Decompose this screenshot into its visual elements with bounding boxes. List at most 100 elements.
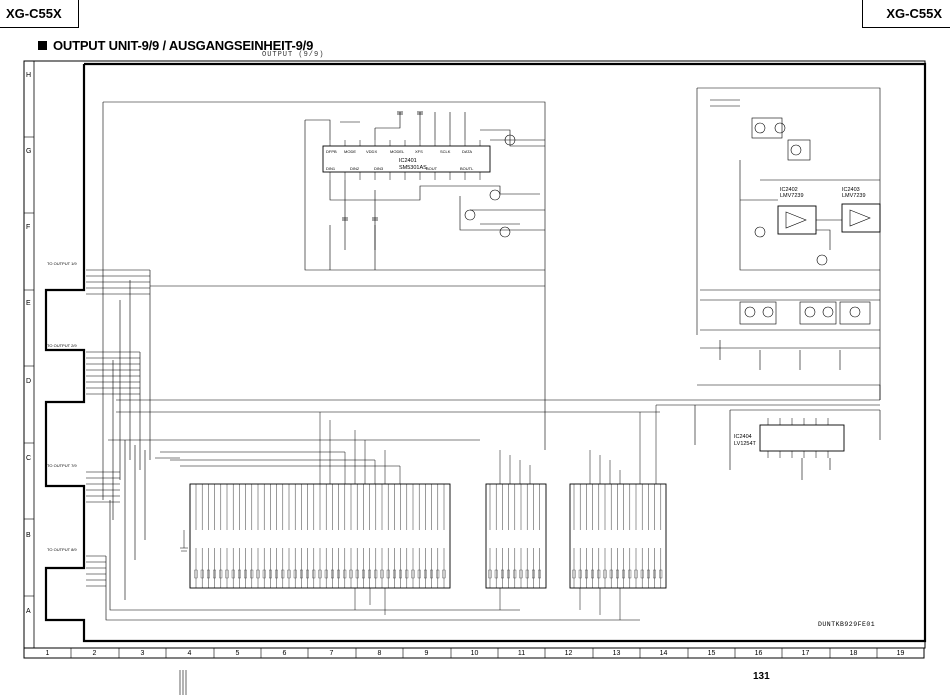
svg-text:BOUTL: BOUTL — [460, 166, 474, 171]
connector-pin-pad — [399, 569, 402, 579]
connector-pin-pad — [343, 569, 347, 579]
grid-col-4: 4 — [187, 650, 192, 657]
grid-col-17: 17 — [801, 650, 810, 657]
connector-pin-pad — [219, 569, 223, 579]
connector-pin-pad — [622, 569, 625, 579]
connector-pin-pad — [194, 569, 198, 579]
grid-col-9: 9 — [424, 650, 429, 657]
connector-pin-pad — [634, 569, 638, 579]
connector-1-label: TO OUTPUT 1/9 — [47, 261, 77, 266]
grid-row-f: F — [26, 224, 31, 231]
connector-pin-pad — [393, 569, 396, 579]
grid-col-6: 6 — [282, 650, 287, 657]
grid-col-15: 15 — [707, 650, 716, 657]
page-title: OUTPUT UNIT-9/9 / AUSGANGSEINHEIT-9/9 — [38, 38, 313, 53]
grid-col-12: 12 — [564, 650, 573, 657]
ic2401-part: SM5301AS — [399, 165, 427, 171]
connector-pin-pad — [244, 569, 247, 579]
ic2402-ic2403-block — [696, 87, 881, 400]
connector-pin-pad — [507, 569, 510, 579]
connector-pin-pad — [207, 569, 210, 579]
connector-pin-pad — [293, 569, 297, 579]
connector-pins-block-1 — [194, 484, 446, 588]
connector-header-blocks — [189, 483, 667, 589]
connector-pin-pad — [653, 569, 656, 579]
grid-row-c: C — [26, 455, 32, 462]
svg-text:XFS: XFS — [415, 149, 423, 154]
grid-row-b: B — [26, 532, 31, 539]
connector-pin-pad — [609, 569, 613, 579]
connector-pin-pad — [628, 569, 632, 579]
grid-col-11: 11 — [517, 650, 526, 657]
grid-col-2: 2 — [92, 650, 97, 657]
connector-pin-pad — [616, 569, 619, 579]
connector-pin-pad — [331, 569, 334, 579]
bullet-square-icon — [38, 41, 47, 50]
connector-pin-pad — [640, 569, 644, 579]
grid-col-13: 13 — [612, 650, 621, 657]
connector-pin-pad — [513, 569, 517, 579]
connector-pin-pad — [269, 569, 272, 579]
frame-label: DUNTKB929FE01 — [818, 621, 876, 628]
connector-pin-pad — [417, 569, 421, 579]
connector-pin-pad — [585, 569, 588, 579]
connector-pin-pad — [578, 569, 582, 579]
connector-pin-pad — [225, 569, 229, 579]
connector-pin-pad — [337, 569, 340, 579]
connector-pin-pad — [275, 569, 278, 579]
ic2401-block — [102, 101, 546, 500]
grid-col-19: 19 — [896, 650, 905, 657]
grid-col-5: 5 — [235, 650, 240, 657]
connector-3-label: TO OUTPUT 7/9 — [47, 463, 77, 468]
svg-text:BOUT: BOUT — [426, 166, 438, 171]
connector-pin-pad — [501, 569, 504, 579]
grid-col-16: 16 — [754, 650, 763, 657]
connector-pins-block-2 — [488, 484, 541, 588]
svg-text:MODEL: MODEL — [390, 149, 405, 154]
connector-pin-pad — [312, 569, 316, 579]
svg-text:MODE: MODE — [344, 149, 356, 154]
connector-pin-pad — [324, 569, 328, 579]
schematic-border — [44, 62, 927, 643]
connector-pin-pad — [488, 569, 492, 579]
connector-pin-pad — [238, 569, 241, 579]
grid-row-g: G — [26, 148, 32, 155]
connector-pin-pad — [442, 569, 446, 579]
page-number: 131 — [753, 671, 770, 682]
connector-pin-pad — [250, 569, 254, 579]
svg-text:DFPB: DFPB — [326, 149, 337, 154]
grid-col-1: 1 — [45, 650, 50, 657]
connector-4-label: TO OUTPUT 8/9 — [47, 547, 77, 552]
connector-pin-pad — [519, 569, 523, 579]
connector-pin-pad — [368, 569, 371, 579]
ic2401-ref: IC2401 — [399, 158, 417, 164]
connector-pin-pad — [411, 569, 415, 579]
grid-col-10: 10 — [470, 650, 479, 657]
connector-pin-pad — [591, 569, 594, 579]
connector-pin-pad — [200, 569, 204, 579]
connector-pin-pad — [538, 569, 541, 579]
ic2402-ref: IC2402 — [780, 187, 798, 193]
header-model-left: XG-C55X — [0, 0, 79, 28]
connector-pin-pad — [300, 569, 303, 579]
grid-col-14: 14 — [659, 650, 668, 657]
connector-pin-pad — [525, 569, 529, 579]
grid-col-7: 7 — [329, 650, 334, 657]
grid-row-d: D — [26, 378, 32, 385]
connector-pin-pad — [355, 569, 359, 579]
grid-row-h: H — [26, 72, 32, 79]
page-title-text: OUTPUT UNIT-9/9 / AUSGANGSEINHEIT-9/9 — [53, 38, 314, 53]
connector-pins-block-3 — [572, 484, 663, 588]
connector-pin-pad — [659, 569, 663, 579]
svg-text:DATA: DATA — [462, 149, 472, 154]
left-connectors — [86, 269, 880, 621]
ic2403-part: LMV7239 — [842, 193, 866, 199]
connector-pin-pad — [306, 569, 309, 579]
header-feed-wires — [180, 405, 657, 620]
svg-text:VDDX: VDDX — [366, 149, 377, 154]
connector-pin-pad — [374, 569, 378, 579]
connector-pin-pad — [494, 569, 498, 579]
grid-col-3: 3 — [140, 650, 145, 657]
